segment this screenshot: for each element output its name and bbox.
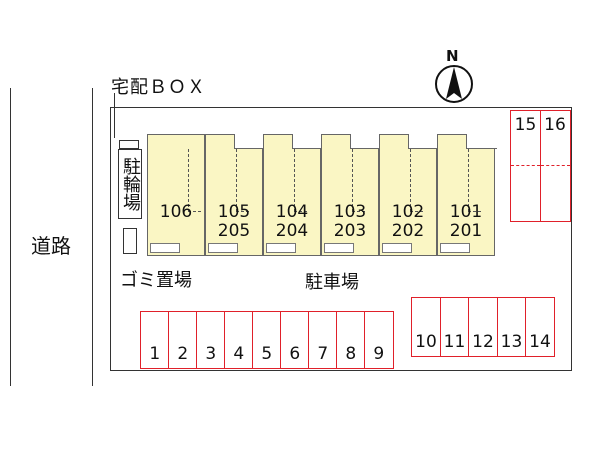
- parking-space-16: 16: [539, 110, 571, 222]
- parking-space-number: 5: [261, 344, 273, 364]
- unit-number-upper: 202: [391, 221, 425, 241]
- garbage-area-box: [123, 228, 137, 254]
- delivery-box-label: 宅配ＢＯＸ: [111, 77, 206, 98]
- parking-space-number: 10: [415, 332, 437, 352]
- parking-space-7: 7: [308, 311, 338, 369]
- parking-space-number: 13: [500, 332, 523, 352]
- unit-106: [147, 134, 205, 256]
- north-arrow-icon: [435, 65, 473, 103]
- unit-entrance-notch: [466, 134, 497, 149]
- parking-space-14: 14: [525, 297, 555, 357]
- unit-104: [263, 134, 323, 256]
- unit-entrance-notch: [408, 134, 439, 149]
- unit-105: [205, 134, 265, 256]
- unit-number-lower: 103: [333, 202, 367, 222]
- parking-space-8: 8: [336, 311, 366, 369]
- unit-entrance-notch: [292, 134, 323, 149]
- unit-number-upper: 203: [333, 221, 367, 241]
- parking-space-4: 4: [224, 311, 254, 369]
- parking-space-15: 15: [510, 110, 541, 222]
- parking-space-number: 9: [373, 344, 385, 364]
- unit-door: [266, 243, 296, 253]
- parking-space-number: 3: [205, 344, 217, 364]
- unit-stair: [294, 149, 307, 212]
- garbage-area-label: ゴミ置場: [120, 270, 192, 291]
- road-label: 道路: [31, 234, 71, 258]
- unit-number-upper: 205: [217, 221, 251, 241]
- unit-door: [440, 243, 470, 253]
- parking-space-number: 12: [472, 332, 494, 352]
- parking-space-11: 11: [439, 297, 470, 357]
- parking-space-number: 1: [149, 344, 161, 364]
- parking-space-9: 9: [364, 311, 394, 369]
- unit-door: [150, 243, 180, 253]
- parking-space-divider: [511, 165, 540, 166]
- unit-stair: [188, 149, 201, 212]
- unit-number-lower: 101: [449, 202, 483, 222]
- parking-space-number: 16: [544, 115, 566, 135]
- parking-space-1: 1: [140, 311, 170, 369]
- parking-space-5: 5: [252, 311, 282, 369]
- unit-door: [208, 243, 238, 253]
- parking-space-divider: [540, 165, 570, 166]
- unit-number-upper: 201: [449, 221, 483, 241]
- parking-space-13: 13: [496, 297, 527, 357]
- unit-number-lower: 104: [275, 202, 309, 222]
- unit-number-lower: 106: [159, 202, 193, 222]
- road-edge-left: [10, 88, 11, 386]
- unit-stair: [236, 149, 249, 212]
- parking-space-number: 14: [529, 332, 551, 352]
- unit-102: [379, 134, 439, 256]
- unit-entrance-notch: [350, 134, 381, 149]
- parking-space-number: 4: [233, 344, 245, 364]
- parking-space-number: 6: [289, 344, 301, 364]
- unit-stair: [468, 149, 481, 212]
- parking-space-number: 2: [177, 344, 189, 364]
- unit-stair: [352, 149, 365, 212]
- parking-space-number: 15: [514, 115, 537, 135]
- road-edge-right: [92, 88, 93, 386]
- parking-space-number: 7: [317, 344, 329, 364]
- unit-number-lower: 105: [217, 202, 251, 222]
- unit-number-upper: 204: [275, 221, 309, 241]
- unit-entrance-notch: [234, 134, 265, 149]
- bicycle-parking: 駐輪場: [118, 149, 142, 219]
- unit-103: [321, 134, 381, 256]
- unit-door: [382, 243, 412, 253]
- parking-space-10: 10: [411, 297, 441, 357]
- unit-number-lower: 102: [391, 202, 425, 222]
- parking-space-number: 8: [345, 344, 357, 364]
- parking-space-3: 3: [196, 311, 226, 369]
- unit-door: [324, 243, 354, 253]
- delivery-box-connector: [114, 93, 115, 138]
- parking-label: 駐車場: [305, 272, 359, 293]
- parking-space-2: 2: [168, 311, 198, 369]
- parking-space-12: 12: [468, 297, 498, 357]
- unit-number-label: 106: [147, 203, 205, 222]
- delivery-box: [119, 140, 139, 149]
- unit-stair: [410, 149, 423, 212]
- unit-101: [437, 134, 497, 256]
- parking-space-6: 6: [280, 311, 310, 369]
- north-label: N: [446, 47, 459, 65]
- parking-space-number: 11: [443, 332, 466, 352]
